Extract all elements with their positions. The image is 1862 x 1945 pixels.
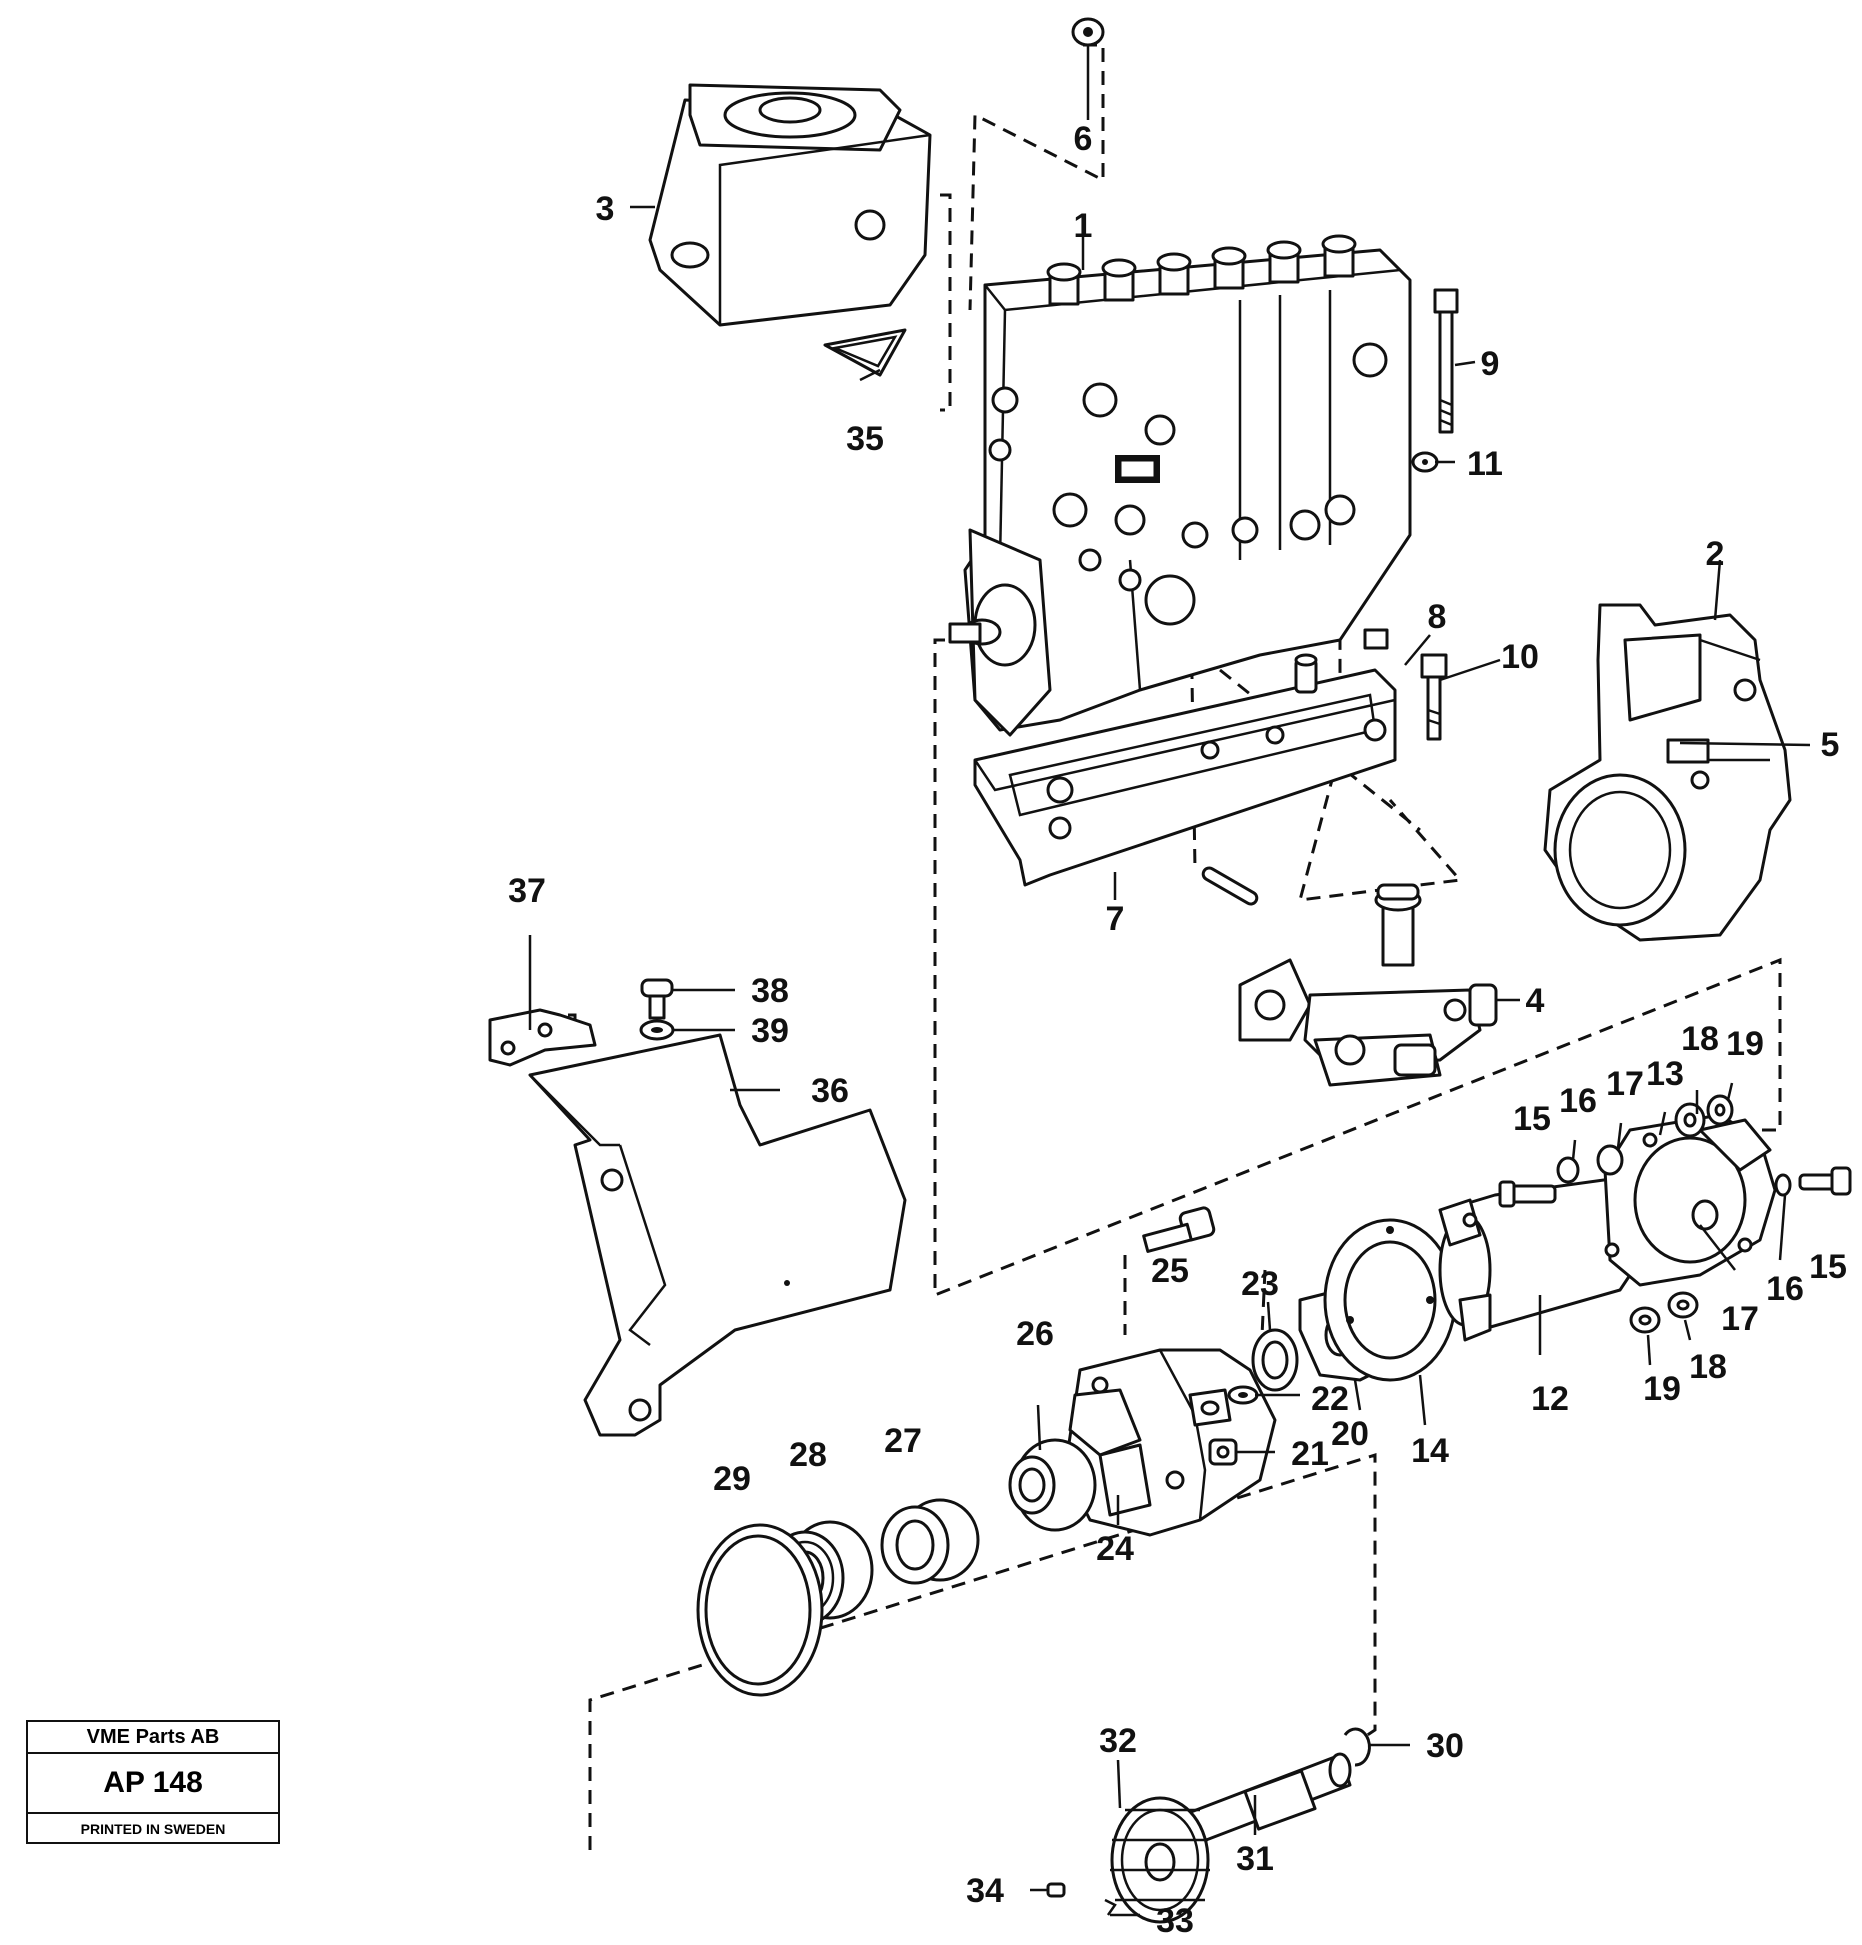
part-screw-34 (1046, 1882, 1066, 1898)
callout-30: 30 (1426, 1727, 1464, 1765)
callout-18-lower: 18 (1689, 1348, 1727, 1386)
part-heat-shield (528, 1033, 907, 1437)
callout-37: 37 (508, 872, 546, 910)
part-screw-21 (1208, 1438, 1238, 1466)
callout-14: 14 (1411, 1432, 1449, 1470)
callout-38: 38 (751, 972, 789, 1010)
part-bracket (488, 1008, 597, 1067)
company-name: VME Parts AB (28, 1722, 278, 1754)
callout-6: 6 (1074, 120, 1093, 158)
callout-21: 21 (1291, 1435, 1329, 1473)
part-screw-25 (1142, 1206, 1216, 1253)
part-bolt-10 (1420, 653, 1448, 741)
callout-27: 27 (884, 1422, 922, 1460)
drawing-code: AP 148 (28, 1754, 278, 1814)
part-washer-11 (1411, 451, 1439, 473)
part-flange-13 (1603, 1113, 1777, 1287)
callout-18-upper: 18 (1681, 1020, 1719, 1058)
callout-9: 9 (1481, 345, 1500, 383)
callout-31: 31 (1236, 1840, 1274, 1878)
part-screw-38 (640, 978, 674, 1020)
part-bolt-15-right (1798, 1166, 1852, 1196)
callout-33: 33 (1156, 1902, 1194, 1940)
part-circlip-30 (1343, 1727, 1371, 1767)
part-governor-cover (648, 83, 932, 327)
callout-29: 29 (713, 1460, 751, 1498)
part-washer-16-right (1774, 1173, 1792, 1197)
part-washer-19-upper (1706, 1094, 1734, 1126)
callout-23: 23 (1241, 1265, 1279, 1303)
callout-26: 26 (1016, 1315, 1054, 1353)
part-gasket-loop (823, 328, 907, 377)
callout-15-right: 15 (1809, 1248, 1847, 1286)
part-coupling-housing (1008, 1348, 1277, 1537)
part-nut-18-upper (1674, 1102, 1706, 1138)
part-bolt-15-upper (1498, 1180, 1557, 1208)
part-nut-18-lower (1667, 1291, 1699, 1319)
part-seal-23 (1251, 1328, 1299, 1392)
callout-10: 10 (1501, 638, 1539, 676)
callout-39: 39 (751, 1012, 789, 1050)
part-washer-19-lower (1629, 1306, 1661, 1334)
callout-22: 22 (1311, 1380, 1349, 1418)
part-injection-pump (948, 234, 1412, 737)
title-block: VME Parts AB AP 148 PRINTED IN SWEDEN (26, 1720, 280, 1844)
callout-13: 13 (1646, 1055, 1684, 1093)
part-washer-16-upper (1556, 1156, 1580, 1184)
part-gasket-14 (1323, 1218, 1457, 1382)
callout-36: 36 (811, 1072, 849, 1110)
callout-4: 4 (1526, 982, 1545, 1020)
part-ring-27 (880, 1498, 980, 1585)
callout-19-upper: 19 (1726, 1025, 1764, 1063)
callout-28: 28 (789, 1436, 827, 1474)
callout-16-right: 16 (1766, 1270, 1804, 1308)
callout-34: 34 (966, 1872, 1004, 1910)
part-timing-housing (1543, 603, 1792, 942)
part-feed-pump (1201, 866, 1498, 1087)
callout-2: 2 (1706, 535, 1725, 573)
part-nut-17-right (1691, 1199, 1719, 1231)
callout-24: 24 (1096, 1530, 1134, 1568)
callout-16-upper: 16 (1559, 1082, 1597, 1120)
part-nut-17-upper (1596, 1144, 1624, 1176)
part-base-plate (973, 668, 1397, 887)
callout-5: 5 (1821, 726, 1840, 764)
callout-8: 8 (1428, 598, 1447, 636)
callout-15-upper: 15 (1513, 1100, 1551, 1138)
printed-note: PRINTED IN SWEDEN (80, 1821, 226, 1837)
part-gear-32 (1110, 1796, 1210, 1924)
leader-lines (528, 45, 1811, 1917)
callout-3: 3 (596, 190, 615, 228)
callout-11: 11 (1467, 445, 1503, 483)
callout-1: 1 (1074, 207, 1093, 245)
callout-labels: 1 2 3 4 5 6 7 8 9 10 11 12 13 14 15 15 1… (508, 120, 1847, 1940)
part-ring-29 (696, 1523, 824, 1697)
callout-35: 35 (846, 420, 884, 458)
callout-17-upper: 17 (1606, 1065, 1644, 1103)
part-washer-39 (639, 1019, 675, 1041)
part-washer-top (1071, 17, 1105, 47)
part-sleeve (1294, 653, 1318, 694)
callout-12: 12 (1531, 1380, 1569, 1418)
callout-20: 20 (1331, 1415, 1369, 1453)
part-drive-shaft (1168, 1752, 1352, 1852)
callout-7: 7 (1106, 900, 1125, 938)
callout-19-lower: 19 (1643, 1370, 1681, 1408)
part-key-33 (1104, 1898, 1117, 1916)
callout-25: 25 (1151, 1252, 1189, 1290)
part-long-bolt (1433, 288, 1459, 434)
callout-17-right: 17 (1721, 1300, 1759, 1338)
part-washer-22 (1227, 1385, 1259, 1405)
callout-32: 32 (1099, 1722, 1137, 1760)
